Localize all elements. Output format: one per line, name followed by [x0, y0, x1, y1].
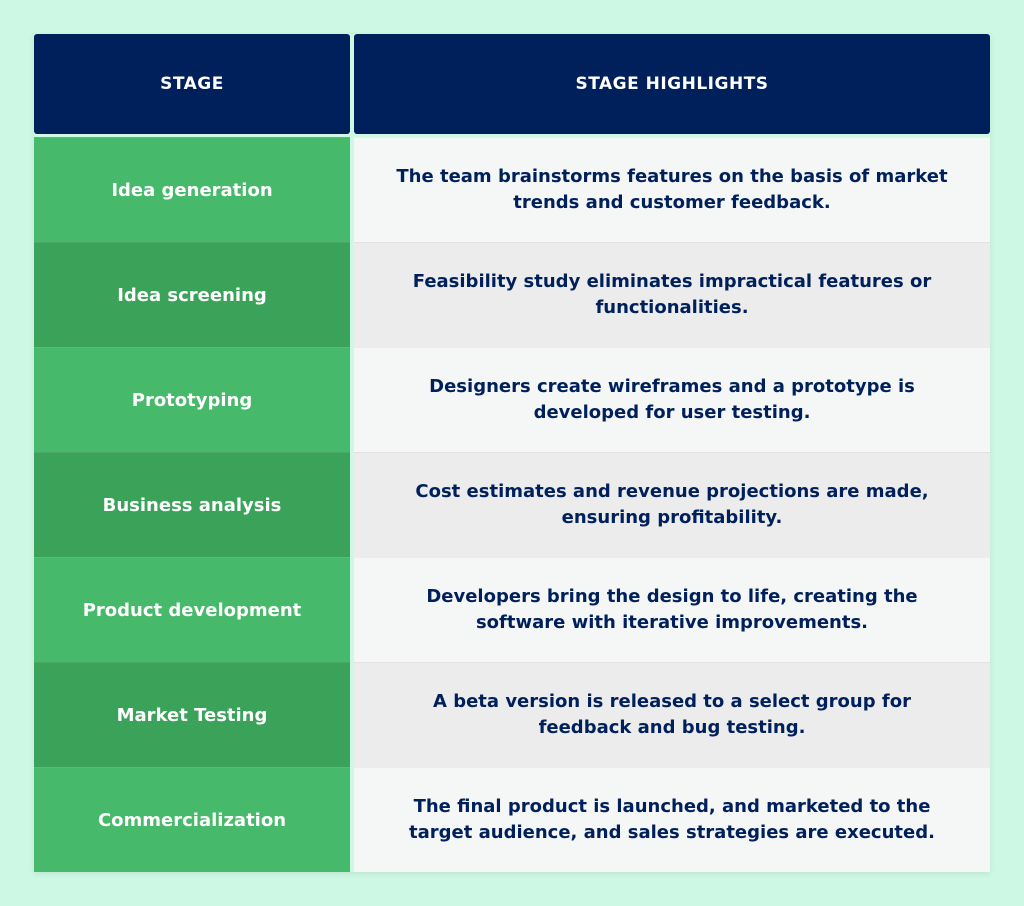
header-stage-highlights: STAGE HIGHLIGHTS	[354, 34, 990, 134]
highlight-cell: Developers bring the design to life, cre…	[354, 557, 990, 662]
table-row: Commercialization The final product is l…	[34, 767, 990, 872]
stage-cell: Commercialization	[34, 767, 350, 872]
header-stage: STAGE	[34, 34, 350, 134]
highlight-cell: The team brainstorms features on the bas…	[354, 137, 990, 242]
highlight-cell: Feasibility study eliminates impractical…	[354, 242, 990, 347]
table-row: Idea screening Feasibility study elimina…	[34, 242, 990, 347]
stage-cell: Business analysis	[34, 452, 350, 557]
table-row: Business analysis Cost estimates and rev…	[34, 452, 990, 557]
stage-cell: Prototyping	[34, 347, 350, 452]
stage-cell: Market Testing	[34, 662, 350, 767]
highlight-cell: The final product is launched, and marke…	[354, 767, 990, 872]
table-row: Prototyping Designers create wireframes …	[34, 347, 990, 452]
stage-cell: Idea screening	[34, 242, 350, 347]
table-row: Product development Developers bring the…	[34, 557, 990, 662]
highlight-cell: Designers create wireframes and a protot…	[354, 347, 990, 452]
table-row: Idea generation The team brainstorms fea…	[34, 137, 990, 242]
table-row: Market Testing A beta version is release…	[34, 662, 990, 767]
highlight-cell: A beta version is released to a select g…	[354, 662, 990, 767]
stage-cell: Idea generation	[34, 137, 350, 242]
stage-cell: Product development	[34, 557, 350, 662]
highlight-cell: Cost estimates and revenue projections a…	[354, 452, 990, 557]
table-header-row: STAGE STAGE HIGHLIGHTS	[34, 34, 990, 134]
stages-table: STAGE STAGE HIGHLIGHTS Idea generation T…	[34, 34, 990, 872]
